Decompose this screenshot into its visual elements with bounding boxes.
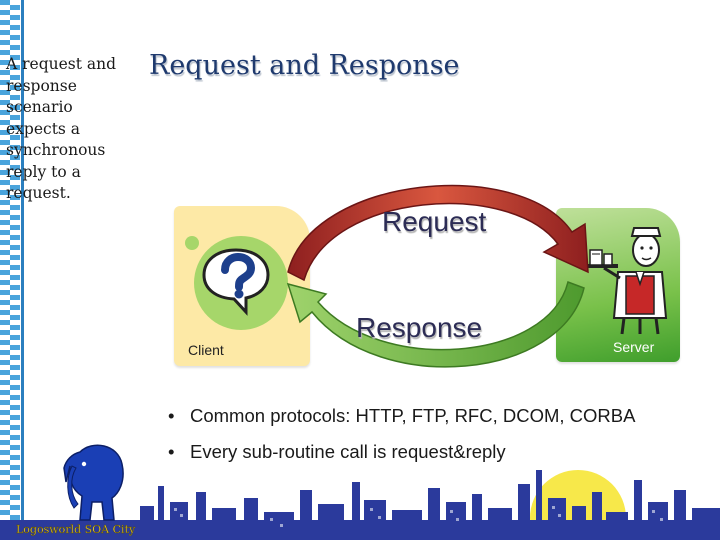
client-card: Client bbox=[174, 206, 310, 366]
footer-brand: Logosworld SOA City bbox=[16, 523, 136, 536]
bullet-text: Every sub-routine call is request&reply bbox=[190, 441, 506, 462]
request-arrow bbox=[287, 184, 589, 282]
bullet-dot: • bbox=[168, 405, 175, 426]
bullet-text: Common protocols: HTTP, FTP, RFC, DCOM, … bbox=[190, 405, 636, 426]
bullet-item: • Every sub-routine call is request&reply bbox=[168, 434, 635, 470]
response-arrow bbox=[286, 281, 585, 368]
blue-elephant-icon bbox=[63, 444, 124, 521]
left-decorative-strip bbox=[0, 0, 24, 540]
slide-title: Request and Response bbox=[149, 50, 460, 81]
side-note: A request and response scenario expects … bbox=[6, 55, 117, 202]
server-label: Server bbox=[613, 339, 655, 355]
city-skyline bbox=[0, 470, 720, 540]
response-label: Response bbox=[356, 312, 483, 343]
bullet-dot: • bbox=[168, 441, 175, 462]
left-strip-edge bbox=[21, 0, 24, 540]
bullet-item: • Common protocols: HTTP, FTP, RFC, DCOM,… bbox=[168, 398, 635, 434]
client-small-dot bbox=[185, 236, 199, 250]
bullet-list: • Common protocols: HTTP, FTP, RFC, DCOM,… bbox=[168, 398, 635, 470]
request-label: Request bbox=[382, 206, 487, 237]
client-label: Client bbox=[188, 342, 224, 358]
question-speech-bubble-icon bbox=[202, 248, 270, 316]
waiter-serving-tray-icon bbox=[582, 227, 668, 335]
